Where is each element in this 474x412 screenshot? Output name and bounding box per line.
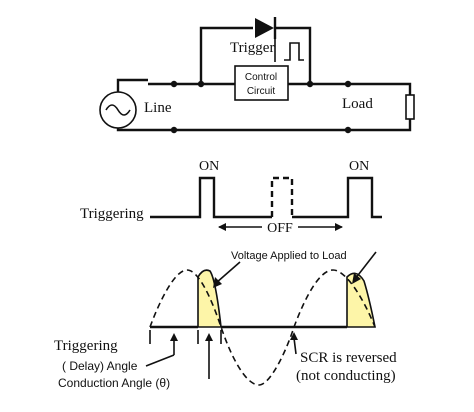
line-label: Line bbox=[144, 100, 172, 116]
control-circuit-box bbox=[234, 65, 289, 101]
not-conducting-label: (not conducting) bbox=[296, 368, 396, 384]
delay-angle-label: ( Delay) Angle bbox=[62, 359, 138, 373]
conduction-area-2 bbox=[346, 272, 376, 328]
load-top-lead bbox=[396, 82, 412, 95]
scr-branch-right bbox=[276, 26, 312, 84]
load-resistor-icon bbox=[405, 94, 415, 120]
junction-dot bbox=[170, 126, 178, 134]
control-box-text-line2: Circuit bbox=[247, 86, 276, 97]
control-box-text-line1: Control bbox=[245, 72, 277, 83]
source-bottom-lead bbox=[116, 128, 148, 132]
pulse-icon bbox=[284, 42, 304, 61]
arrow-up-icon bbox=[290, 332, 298, 340]
source-top-lead bbox=[116, 78, 148, 92]
on-label-right: ON bbox=[349, 159, 369, 174]
off-label-bg bbox=[262, 220, 298, 234]
arrow-up-icon bbox=[170, 333, 178, 341]
off-label: OFF bbox=[267, 221, 293, 236]
arrow-icon bbox=[352, 273, 361, 284]
voltage-applied-label: Voltage Applied to Load bbox=[231, 250, 347, 262]
junction-dot bbox=[344, 80, 352, 88]
load-bottom-lead bbox=[396, 119, 412, 132]
trigger-label: Trigger bbox=[230, 40, 274, 56]
triggering-label: Triggering bbox=[80, 206, 144, 222]
arrow-left-icon bbox=[218, 223, 226, 231]
sine-wave-icon bbox=[105, 104, 131, 116]
voltage-arrow-line bbox=[354, 251, 377, 280]
on-label-left: ON bbox=[199, 159, 219, 174]
junction-dot bbox=[344, 126, 352, 134]
load-label: Load bbox=[342, 96, 373, 112]
circuit-schematic: Trigger Control Circuit Line Load bbox=[99, 17, 415, 134]
voltage-arrow-line bbox=[215, 261, 241, 284]
conduction-area-1 bbox=[197, 269, 222, 328]
ac-sine-wave bbox=[149, 269, 376, 386]
arrow-right-icon bbox=[335, 223, 343, 231]
conduction-waveform: Voltage Applied to Load Triggering ( Del… bbox=[54, 250, 397, 390]
trigger-pulse-trace bbox=[292, 176, 382, 219]
leader-line bbox=[145, 354, 175, 367]
missed-pulse-trace bbox=[270, 176, 294, 217]
scr-reversed-pointer bbox=[293, 337, 297, 355]
trigger-timing-diagram: ON ON OFF Triggering bbox=[80, 159, 382, 236]
scr-branch-left bbox=[199, 26, 253, 84]
conduction-angle-label: Conduction Angle (θ) bbox=[58, 376, 170, 390]
junction-dot bbox=[170, 80, 178, 88]
scr-reversed-label: SCR is reversed bbox=[300, 350, 397, 366]
arrow-up-icon bbox=[205, 333, 213, 341]
scr-thyristor-icon bbox=[255, 18, 274, 38]
trigger-pulse-trace bbox=[150, 176, 272, 219]
triggering-delay-label: Triggering bbox=[54, 338, 118, 354]
arrow-icon bbox=[213, 277, 222, 288]
